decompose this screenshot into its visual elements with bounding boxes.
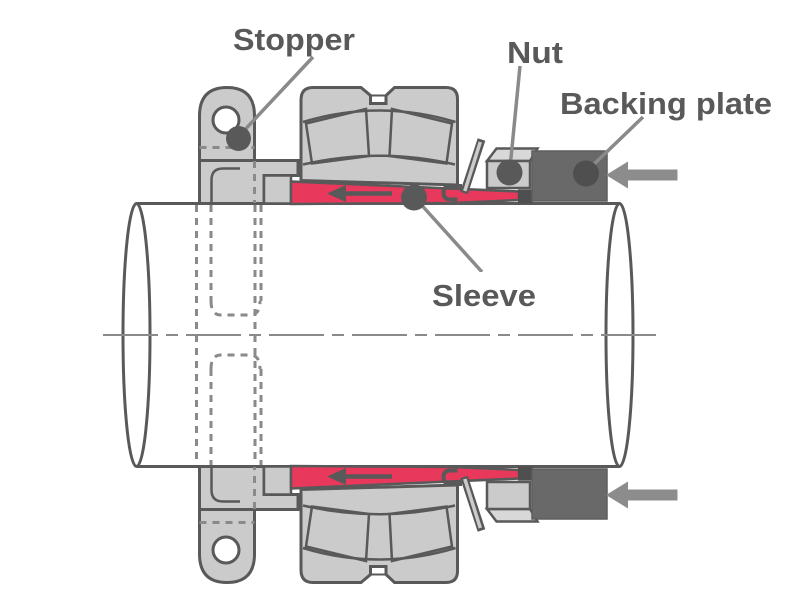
annotation-stopper: Stopper bbox=[226, 22, 355, 151]
sleeve-thread-end-block bbox=[518, 189, 533, 204]
lock-washer-tab-fill bbox=[463, 141, 482, 192]
sleeve-label-bg bbox=[413, 272, 570, 317]
sleeve-drive-arrow-head bbox=[327, 185, 346, 202]
bearing bbox=[299, 86, 459, 187]
assembly-bottom-half bbox=[200, 466, 678, 583]
annotation-backing-plate: Backing plate bbox=[560, 74, 772, 187]
stopper-slot-lower-end-cap bbox=[209, 353, 262, 370]
bearing-silhouette bbox=[299, 86, 459, 187]
stopper-leader-dot bbox=[226, 126, 251, 151]
nut-leader-line bbox=[508, 65, 522, 169]
stopper-label: Stopper bbox=[233, 22, 355, 57]
backing-plate-leader-dot bbox=[573, 160, 599, 187]
stopper-leader-line bbox=[237, 55, 315, 138]
bearing-outer-raceway-line bbox=[302, 109, 456, 124]
annotation-sleeve: Sleeve bbox=[401, 184, 570, 317]
lock-washer bbox=[441, 138, 486, 202]
stopper-bolt-hole bbox=[211, 105, 241, 135]
backing-plate-leader-line bbox=[587, 115, 645, 171]
axial-push-arrow-icon bbox=[606, 161, 678, 189]
bearing-lube-hole bbox=[369, 94, 387, 105]
sleeve-drive-arrow-icon bbox=[327, 185, 392, 202]
stopper-arm-fillet-line bbox=[210, 167, 240, 203]
sleeve-label: Sleeve bbox=[432, 278, 536, 313]
nut-label: Nut bbox=[507, 35, 563, 70]
sleeve-leader-line bbox=[415, 198, 484, 274]
sleeve-leader-dot bbox=[401, 184, 427, 211]
annotations: Stopper Nut Backing plate Sleeve bbox=[226, 22, 772, 317]
backing-plate-label-bg bbox=[563, 74, 759, 118]
backing-plate-label: Backing plate bbox=[560, 86, 772, 121]
sleeve-end-collar-shape bbox=[262, 174, 293, 205]
bearing-inner-raceway-line bbox=[302, 154, 456, 166]
stopper-slot-upper-end-cap bbox=[209, 300, 262, 317]
nut-label-bg bbox=[500, 34, 566, 70]
stopper-bracket bbox=[198, 85, 300, 205]
annotation-nut: Nut bbox=[496, 34, 566, 186]
lock-washer-hook bbox=[441, 184, 462, 202]
nut-leader-dot bbox=[496, 159, 523, 186]
